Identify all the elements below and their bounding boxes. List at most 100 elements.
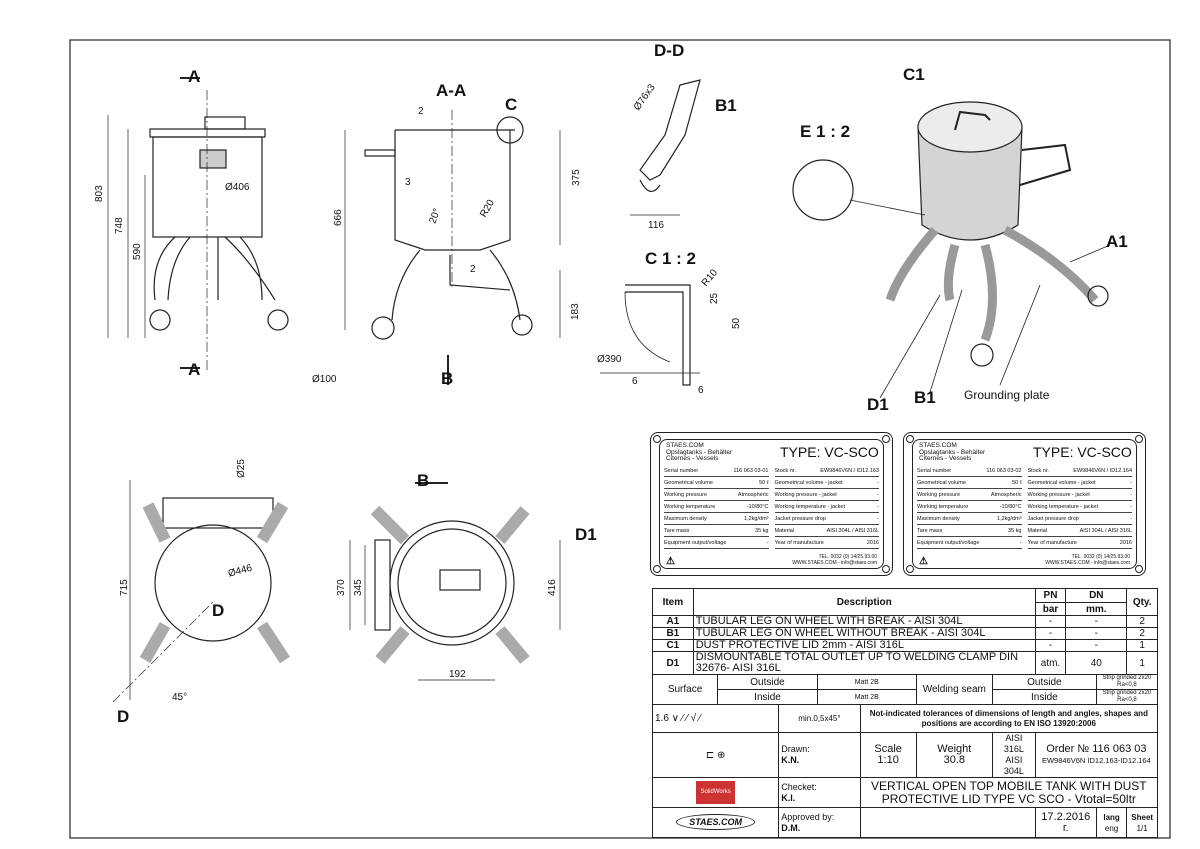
nameplate-field-label: Working pressure - jacket (774, 491, 837, 498)
nameplate-field-label: Stock nr. (774, 467, 796, 474)
bom-item: A1 (652, 615, 694, 628)
top-view (349, 482, 561, 681)
callout-d1-top: D1 (575, 525, 597, 544)
nameplate-field-value: - (1130, 515, 1132, 522)
scale-label: Scale (874, 743, 902, 755)
checked-cell: Checket:K.I. (778, 777, 861, 808)
dim-666: 666 (333, 209, 344, 226)
dim-2b: 2 (470, 264, 476, 275)
date: 17.2.2016 г. (1034, 807, 1097, 838)
surface-inside-value: Matt 2B (816, 689, 917, 705)
nameplate-row: Working temperature - jacket- (1027, 501, 1132, 513)
drawn-value: K.N. (781, 755, 800, 765)
roughness-symbol: 1.6 ∨ ⁄ ⁄ √ ⁄ (651, 704, 780, 733)
section-a-marker-top: A (188, 67, 200, 86)
tolerance-note: Not-indicated tolerances of dimensions o… (859, 704, 1159, 733)
bom-item: D1 (652, 651, 694, 675)
drawn-label: Drawn: (781, 744, 810, 754)
nameplate-field-label: Year of manufacture (1027, 539, 1077, 546)
nameplate-field-label: Material (1027, 527, 1048, 534)
company-line: Opslagtanks - Behälter (919, 448, 986, 456)
projection-symbol: ⊏ ⊕ (651, 732, 780, 778)
material-2: AISI 304L (1003, 755, 1024, 776)
sheet-border (69, 39, 1171, 839)
dim-183: 183 (570, 303, 581, 320)
dim-345: 345 (353, 579, 364, 596)
nameplate-field-value: 116 063 03-01 (733, 467, 769, 474)
nameplate-row: Working temperature - jacket- (774, 501, 879, 513)
nameplate-field-label: Maximum density (917, 515, 960, 522)
dim-375: 375 (571, 169, 582, 186)
nameplate-row: Equipment output/voltage- (917, 537, 1022, 549)
section-dd-view (630, 79, 701, 216)
dim-25-diameter: Ø25 (236, 459, 247, 478)
nameplate-field-value: - (1130, 479, 1132, 486)
detail-e-title: E 1 : 2 (800, 122, 850, 141)
nameplate-field-label: Jacket pressure drop (774, 515, 826, 522)
lang-value: eng (1104, 823, 1119, 833)
company-line: Citernes - Vessels (919, 455, 972, 462)
header-dn-unit: mm. (1065, 602, 1128, 616)
nameplate-field-value: 116 063 03-02 (986, 467, 1022, 474)
header-item: Item (652, 588, 694, 616)
material-1: AISI 316L (1003, 733, 1024, 755)
section-aa-view (344, 110, 561, 385)
surface-inside: Inside (717, 689, 818, 705)
callout-grounding-plate: Grounding plate (964, 388, 1050, 402)
mounting-hole (906, 435, 914, 443)
dim-angle-20: 20° (428, 207, 444, 225)
mounting-hole (653, 565, 661, 573)
nameplate-row: Working pressure - jacket- (774, 489, 879, 501)
bom-qty: 1 (1126, 639, 1158, 652)
nameplate-field-label: Year of manufacture (774, 539, 824, 546)
nameplate-type: TYPE: VC-SCO (1033, 444, 1132, 460)
recycle-icon: ⚠ (666, 556, 675, 567)
nameplate-row: Stock nr.EW9846V6N / ID12.163 (774, 465, 879, 477)
scale-value: 1:10 (877, 754, 899, 766)
nameplate-field-value: 2016 (1119, 539, 1132, 546)
nameplate-field-label: Equipment output/voltage (664, 539, 727, 546)
order-reference: EW9846V6N ID12.163-ID12.164 (1041, 756, 1151, 765)
nameplate-row: Year of manufacture 2016 (1027, 537, 1132, 549)
dim-angle-45: 45° (172, 692, 187, 703)
nameplate-field-value: AISI 304L / AISI 316L (1079, 527, 1132, 534)
bom-description: DUST PROTECTIVE LID 2mm - AISI 316L (692, 639, 1036, 652)
approved-cell: Approved by:D.M. (778, 807, 861, 838)
nameplate-field-label: Material (774, 527, 795, 534)
drawn-cell: Drawn:K.N. (778, 732, 861, 778)
section-b-marker-top: B (417, 471, 429, 490)
nameplate-row: Equipment output/voltage - (664, 537, 769, 549)
footer-line: TEL. 0032 (0) 14/25.93.00 (818, 554, 877, 560)
nameplate-row: Material AISI 304L / AISI 316L (1027, 525, 1132, 537)
nameplate-field-value: Atmospheric (737, 491, 769, 498)
company-line: STAES.COM (919, 442, 957, 449)
nameplate-field-value: 35 kg (1008, 527, 1022, 534)
section-aa-title: A-A (436, 81, 466, 100)
detail-e-circle (792, 159, 854, 221)
dim-r20: R20 (478, 198, 497, 220)
nameplate-field-value: Atmospheric (990, 491, 1022, 498)
nameplate-field-label: Working temperature (664, 503, 716, 510)
approved-value: D.M. (781, 822, 801, 833)
nameplate-field-value: 50 ℓ (759, 479, 769, 486)
welding-outside: Outside (991, 674, 1097, 690)
nameplate-field-label: Working temperature - jacket (774, 503, 846, 510)
nameplate-field-value: - (766, 539, 769, 546)
nameplate-field-label: Maximum density (664, 515, 707, 522)
surface-outside: Outside (717, 674, 818, 690)
callout-b1-dd: B1 (715, 96, 737, 115)
